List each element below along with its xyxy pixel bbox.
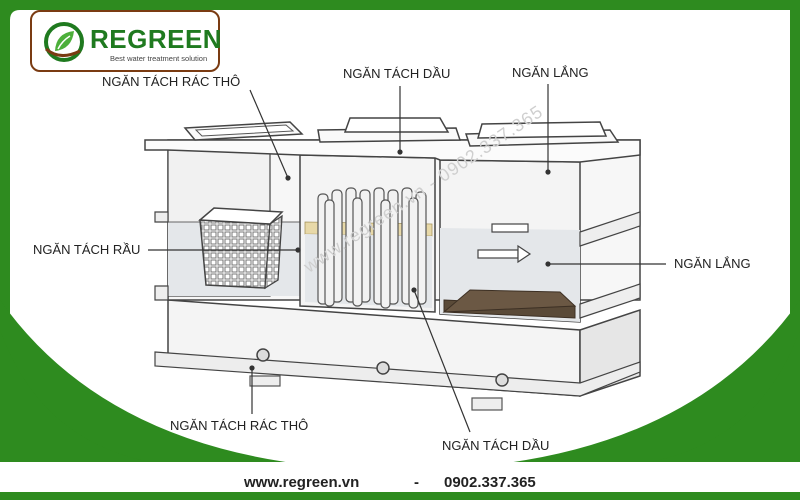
footer-website[interactable]: www.regreen.vn	[244, 474, 360, 491]
manhole-cover-2	[317, 117, 462, 143]
ledge-right-lower	[579, 283, 641, 319]
logo-name: REGREEN	[90, 24, 223, 54]
label-top-middle: NGĂN TÁCH DẦU	[343, 66, 451, 81]
ledge-left-lower	[154, 285, 169, 301]
label-top-right: NGĂN LẮNG	[512, 65, 589, 80]
flow-arrow	[517, 244, 532, 264]
logo[interactable]: REGREEN Best water treatment solution	[30, 10, 223, 72]
leaf-logo-icon	[44, 22, 84, 62]
tank-base-lip	[154, 351, 641, 397]
label-right: NGĂN LẮNG	[674, 256, 751, 271]
label-bottom-left: NGĂN TÁCH RÁC THÔ	[170, 418, 309, 433]
footer-phone[interactable]: 0902.337.365	[444, 474, 536, 491]
drain-hole-3	[495, 373, 509, 387]
filter-tubes	[317, 187, 427, 309]
ledge-right-upper	[579, 211, 641, 247]
label-left: NGĂN TÁCH RẦU	[33, 242, 141, 257]
manhole-cover-1	[183, 121, 304, 141]
label-bottom-right: NGĂN TÁCH DẦU	[442, 438, 550, 453]
overflow-plate	[491, 223, 529, 233]
tank-leg-right	[471, 397, 503, 411]
ledge-left-upper	[154, 211, 169, 223]
tank-leg-left	[249, 375, 281, 387]
mesh-basket-front	[199, 219, 271, 289]
footer-separator: -	[414, 474, 419, 491]
drain-hole-2	[376, 361, 390, 375]
label-top-left: NGĂN TÁCH RÁC THÔ	[102, 74, 241, 89]
mesh-basket-side	[264, 214, 283, 290]
drain-hole-1	[256, 348, 270, 362]
logo-slogan: Best water treatment solution	[110, 54, 208, 63]
mesh-basket-top	[198, 207, 284, 225]
inlet-pipe	[477, 249, 519, 259]
leader-lines	[148, 84, 666, 433]
sediment-slope	[442, 289, 577, 313]
manhole-cover-3	[464, 121, 620, 147]
